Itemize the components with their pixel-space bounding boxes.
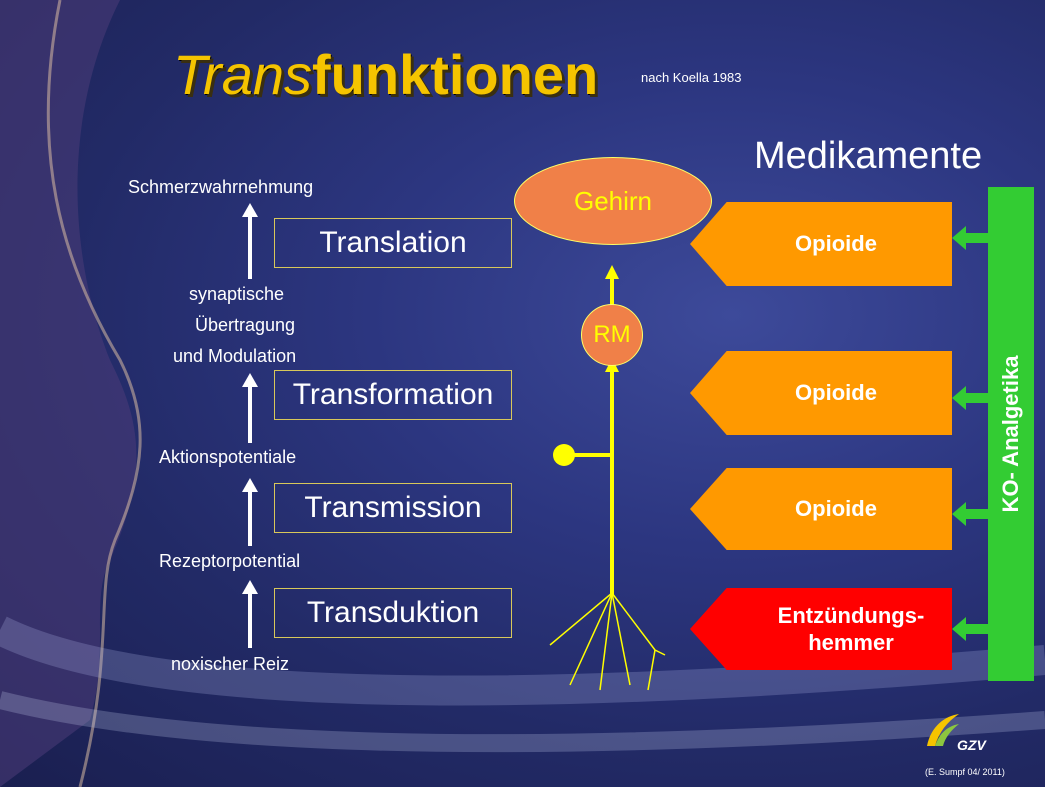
green-arrow-2 — [966, 393, 988, 403]
box-transduktion: Transduktion — [274, 588, 512, 638]
drug-opioide-3: Opioide — [690, 468, 952, 550]
ko-analgetika-label: KO- Analgetika — [998, 356, 1024, 513]
green-arrow-1 — [966, 233, 988, 243]
label-synaptisch: synaptische — [189, 284, 284, 305]
medikamente-title: Medikamente — [754, 135, 982, 178]
drug-entzuendungshemmer: Entzündungs-hemmer — [690, 588, 952, 670]
drug-opioide-2: Opioide — [690, 351, 952, 435]
swoosh-2 — [0, 700, 1045, 743]
dendrites — [550, 593, 665, 690]
label-modulation: und Modulation — [173, 346, 296, 367]
ko-analgetika-bar: KO- Analgetika — [988, 187, 1034, 681]
arrow-up-2 — [248, 385, 252, 443]
label-schmerzwahrnehmung: Schmerzwahrnehmung — [128, 177, 313, 198]
label-uebertragung: Übertragung — [195, 315, 295, 336]
arrow-up-4 — [248, 592, 252, 648]
box-transformation: Transformation — [274, 370, 512, 420]
drug-opioide-1: Opioide — [690, 202, 952, 286]
label-noxischer-reiz: noxischer Reiz — [171, 654, 289, 675]
label-aktionspotentiale: Aktionspotentiale — [159, 447, 296, 468]
page-title: Transfunktionen — [173, 42, 598, 107]
green-arrow-4 — [966, 624, 988, 634]
brain-node: Gehirn — [514, 157, 712, 245]
spinal-cord-node: RM — [581, 304, 643, 366]
label-rezeptorpotential: Rezeptorpotential — [159, 551, 300, 572]
arrow-up-1 — [248, 215, 252, 279]
axon-arrowhead-top — [605, 265, 619, 279]
gzv-logo-text: GZV — [957, 737, 986, 753]
credit-text: (E. Sumpf 04/ 2011) — [925, 767, 1005, 777]
gzv-logo-icon — [925, 712, 961, 748]
box-transmission: Transmission — [274, 483, 512, 533]
synapse-knob — [553, 444, 575, 466]
title-note: nach Koella 1983 — [641, 70, 741, 85]
green-arrow-3 — [966, 509, 988, 519]
box-translation: Translation — [274, 218, 512, 268]
arrow-up-3 — [248, 490, 252, 546]
